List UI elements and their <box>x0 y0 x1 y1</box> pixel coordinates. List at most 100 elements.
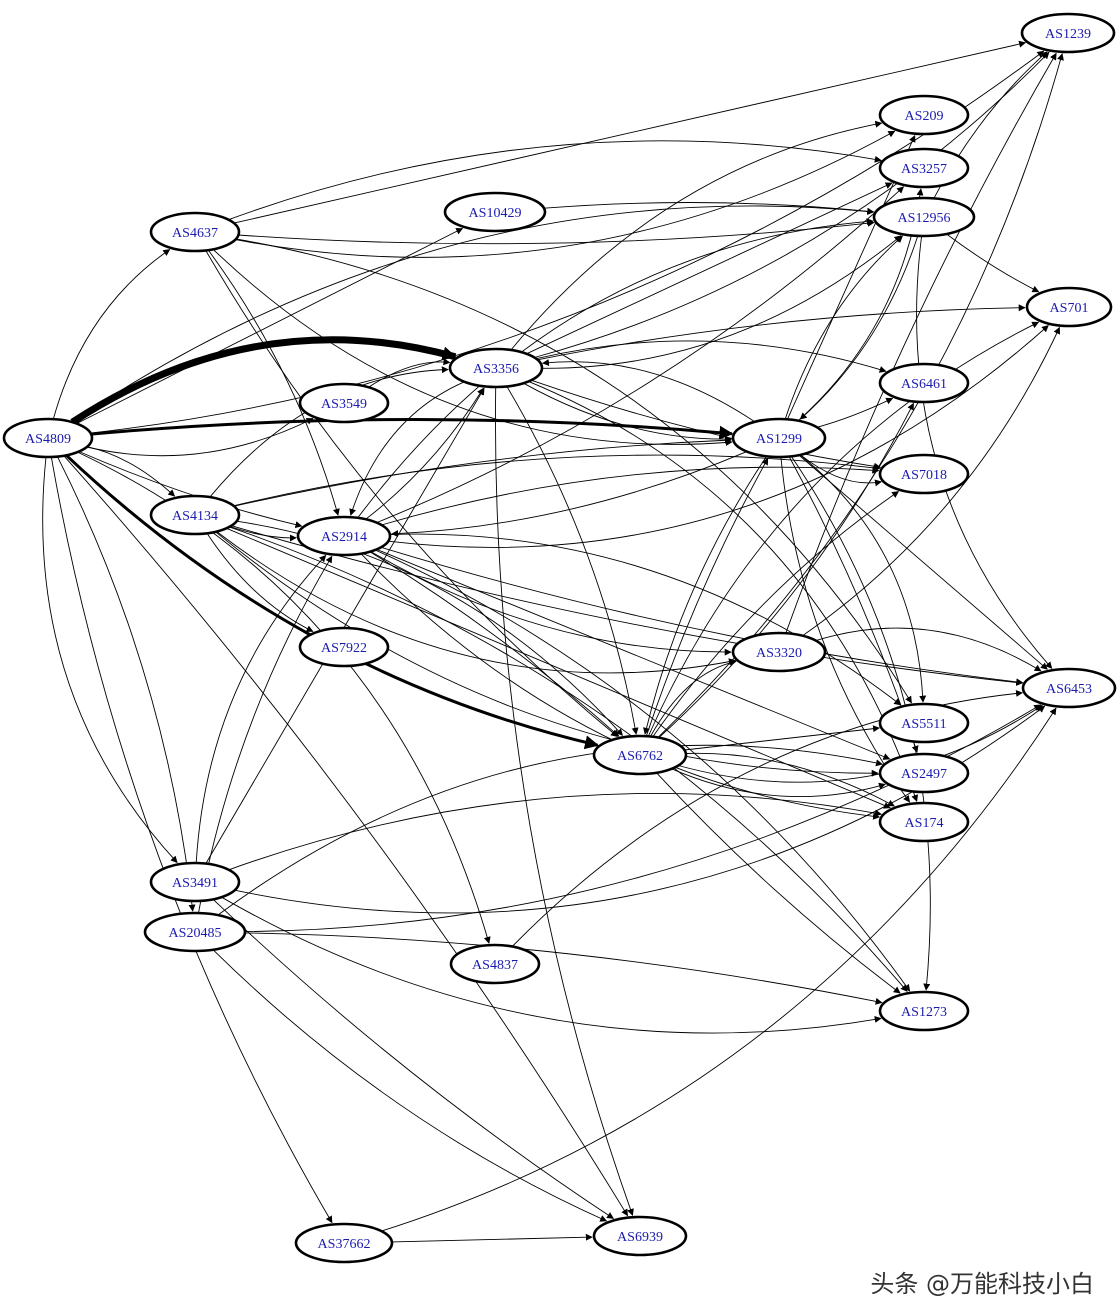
edge-as20485-to-as2914 <box>198 555 333 914</box>
edge-as6762-to-as6453 <box>678 705 1043 783</box>
edge-as4134-to-as174 <box>226 527 891 809</box>
edge-as3320-to-as6453 <box>815 627 1042 672</box>
edge-as4809-to-as10429 <box>76 227 464 425</box>
edge-as2914-to-as6453 <box>380 546 1024 686</box>
edge-as3549-to-as3356 <box>368 358 451 388</box>
edge-as3491-to-as174 <box>228 792 882 871</box>
edge-as3320-to-as701 <box>802 326 1061 637</box>
node-ellipse <box>1025 286 1113 328</box>
edge-as1299-to-as2914 <box>391 451 747 538</box>
edge-as1299-to-as3356 <box>542 359 756 423</box>
node-label: AS37662 <box>318 1237 371 1252</box>
node-label: AS3491 <box>172 876 218 891</box>
edge-as2914-to-as3320 <box>370 551 732 656</box>
node-ellipse <box>731 631 827 673</box>
node-as37662: AS37662 <box>294 1222 394 1264</box>
node-ellipse <box>731 417 827 459</box>
node-as12956: AS12956 <box>872 196 976 238</box>
node-label: AS1299 <box>756 432 802 447</box>
edge-as1299-to-as12956 <box>784 235 904 420</box>
edge-as6762-to-as3320 <box>650 659 737 737</box>
node-ellipse <box>1020 12 1116 54</box>
node-as6461: AS6461 <box>878 362 970 404</box>
node-ellipse <box>448 347 544 389</box>
node-ellipse <box>149 861 241 903</box>
edge-as6762-to-as1299 <box>645 457 769 737</box>
edge-as3356-to-as12956 <box>541 235 902 369</box>
edge-as3356-to-as701 <box>537 304 1026 361</box>
edge-as6762-to-as1273 <box>656 772 901 994</box>
edge-as20485-to-as1273 <box>244 932 883 1005</box>
edge-as3491-to-as2914 <box>195 554 327 864</box>
node-ellipse <box>872 196 976 238</box>
edge-as2914-to-as2497 <box>376 548 891 760</box>
edge-as4637-to-as6762 <box>205 250 618 737</box>
edge-as2914-to-as1273 <box>374 549 911 992</box>
node-label: AS7922 <box>321 641 367 656</box>
edge-as2914-to-as5511 <box>389 533 902 706</box>
node-label: AS1273 <box>901 1005 947 1020</box>
node-ellipse <box>592 1215 688 1257</box>
edge-as4134-to-as7922 <box>206 533 314 632</box>
node-ellipse <box>592 734 688 776</box>
edge-as10429-to-as12956 <box>543 202 875 215</box>
node-label: AS174 <box>905 816 944 831</box>
node-label: AS4637 <box>172 226 218 241</box>
node-as3320: AS3320 <box>731 631 827 673</box>
edge-as1299-to-as6461 <box>816 397 894 428</box>
edge-as4809-to-as2914 <box>78 451 303 529</box>
edge-as3491-to-as1273 <box>221 896 882 1034</box>
edge-as6762-to-as7018 <box>652 491 900 738</box>
nodes-layer: AS4809AS4637AS10429AS1239AS209AS3257AS12… <box>2 12 1117 1264</box>
edge-as2914-to-as12956 <box>357 218 874 519</box>
edge-as4637-to-as1299 <box>212 248 733 447</box>
node-ellipse <box>878 752 970 794</box>
node-ellipse <box>298 626 390 668</box>
edge-as3491-to-as3356 <box>205 387 485 864</box>
edge-as6762-to-as1239 <box>657 53 1064 738</box>
edge-as37662-to-as6453 <box>381 707 1057 1232</box>
node-label: AS6461 <box>901 377 947 392</box>
node-as4837: AS4837 <box>449 943 541 985</box>
node-label: AS4809 <box>25 432 71 447</box>
node-label: AS5511 <box>901 717 946 732</box>
node-as4637: AS4637 <box>149 211 241 253</box>
node-ellipse <box>878 94 970 136</box>
node-as7922: AS7922 <box>298 626 390 668</box>
node-label: AS7018 <box>901 468 947 483</box>
edge-as6762-to-as2497 <box>671 768 886 798</box>
node-ellipse <box>298 382 390 424</box>
node-ellipse <box>878 990 970 1032</box>
node-label: AS3257 <box>901 162 947 177</box>
node-label: AS2914 <box>321 530 367 545</box>
node-as10429: AS10429 <box>443 191 547 233</box>
node-as6453: AS6453 <box>1021 667 1117 709</box>
node-label: AS6939 <box>617 1230 663 1245</box>
node-as20485: AS20485 <box>143 911 247 953</box>
node-as6939: AS6939 <box>592 1215 688 1257</box>
edge-as3356-to-as209 <box>510 120 883 351</box>
edge-as1299-to-as6762 <box>643 456 768 735</box>
edge-as6762-to-as174 <box>685 752 895 807</box>
edge-as3356-to-as1299 <box>523 382 732 443</box>
edge-as4637-to-as209 <box>235 130 896 258</box>
edge-as4134-to-as2497 <box>215 531 879 777</box>
node-ellipse <box>878 702 970 744</box>
edge-as3356-to-as6939 <box>495 386 634 1216</box>
node-ellipse <box>1021 667 1117 709</box>
edge-as3320-to-as1239 <box>785 52 1057 634</box>
edge-as4809-to-as37662 <box>50 456 333 1224</box>
node-ellipse <box>878 147 970 189</box>
edge-as2914-to-as3356 <box>365 387 484 520</box>
node-as4809: AS4809 <box>2 417 94 459</box>
node-label: AS1239 <box>1045 27 1091 42</box>
edge-as3491-to-as6939 <box>212 898 614 1219</box>
node-label: AS3356 <box>473 362 519 377</box>
edge-as4637-to-as3257 <box>228 140 882 221</box>
node-label: AS6762 <box>617 749 663 764</box>
node-label: AS4134 <box>172 509 218 524</box>
node-as4134: AS4134 <box>149 494 241 536</box>
node-label: AS4837 <box>472 958 518 973</box>
